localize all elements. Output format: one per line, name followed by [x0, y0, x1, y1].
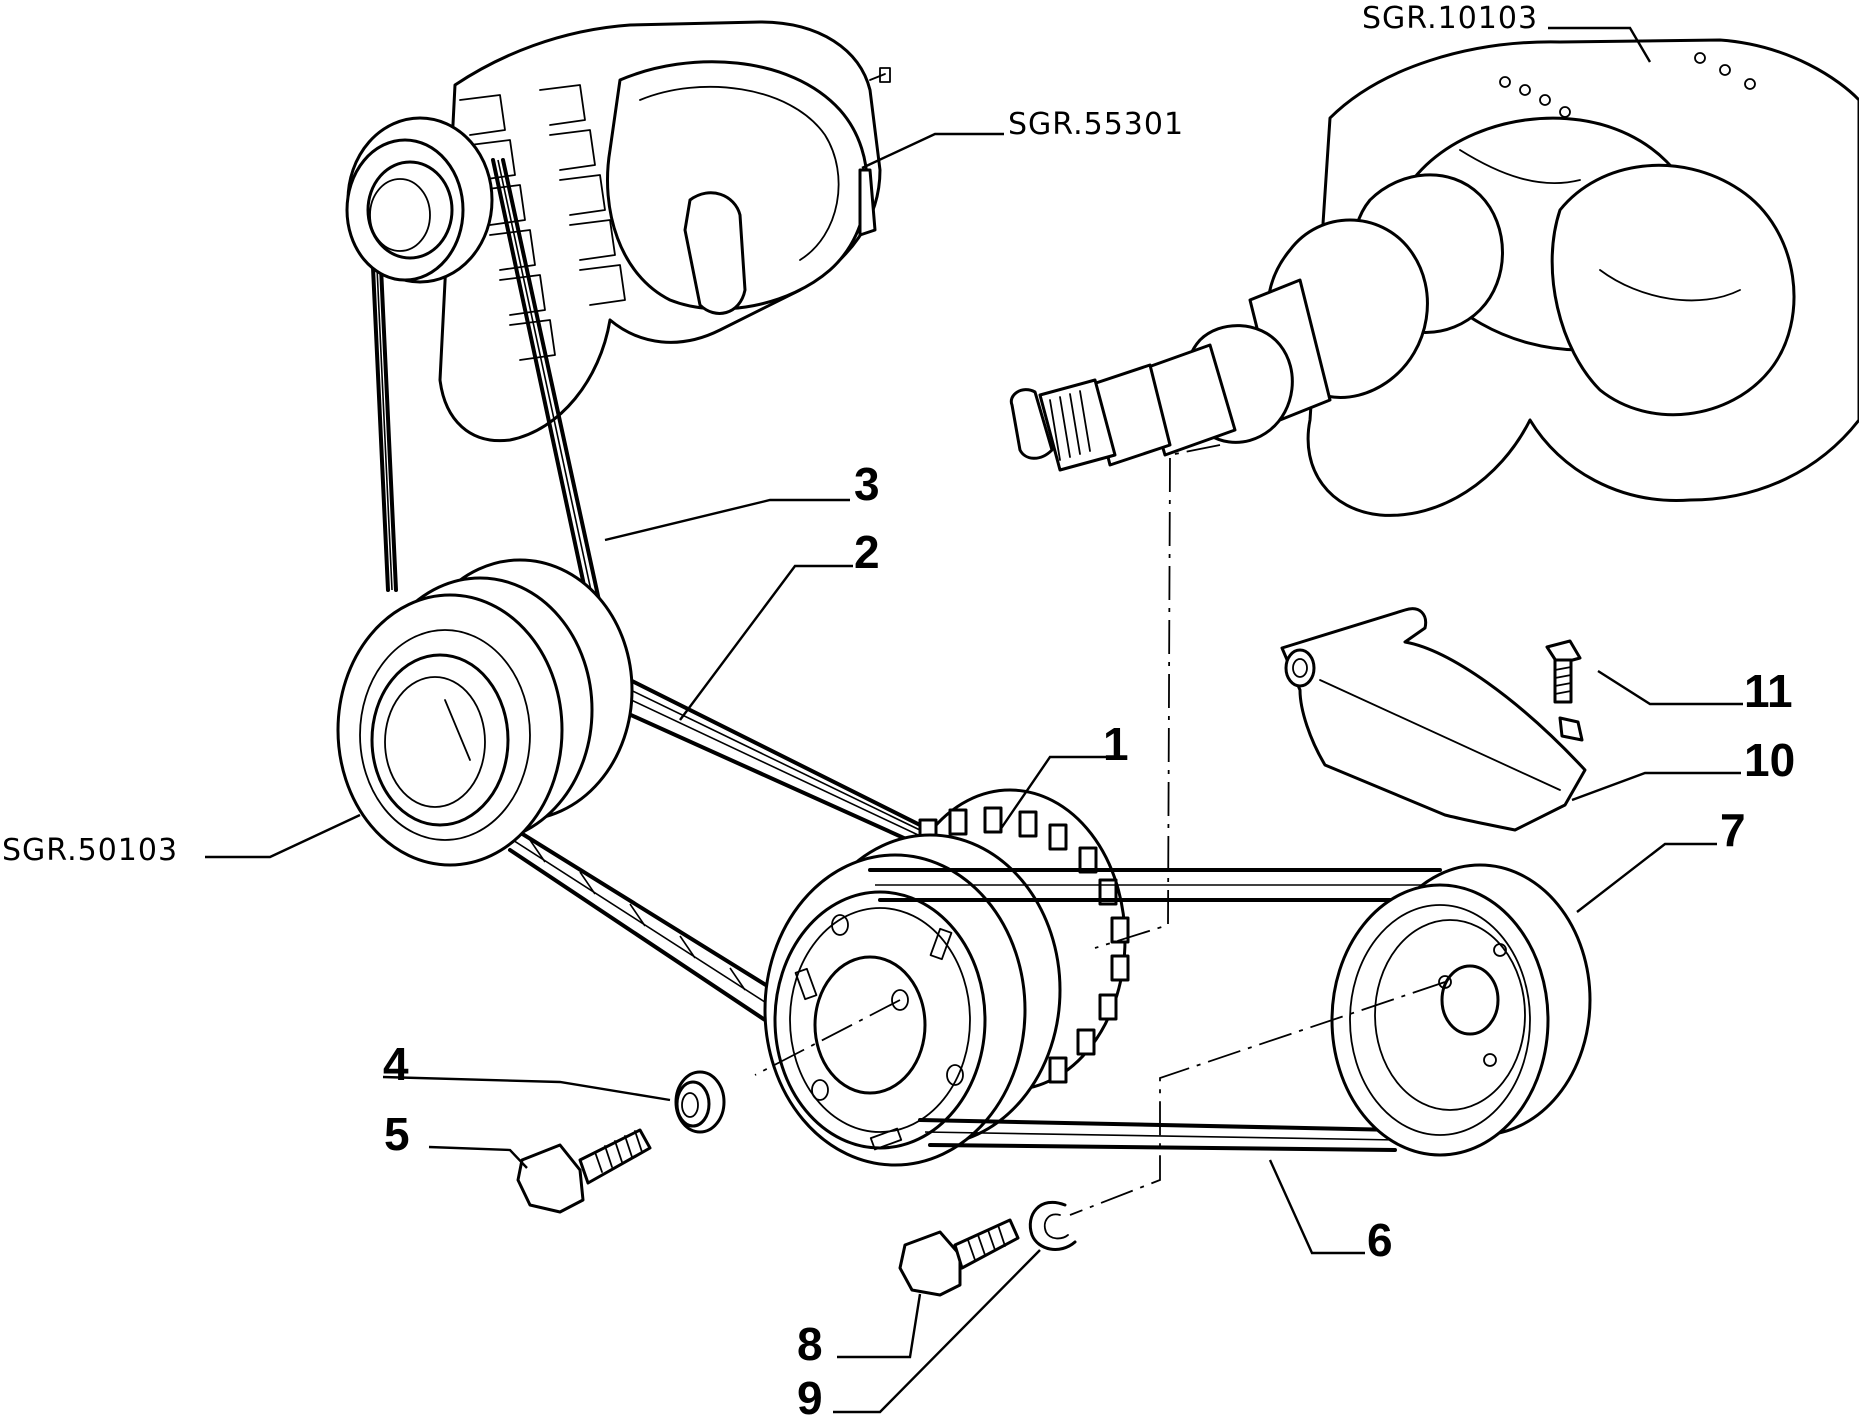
callout-2: 2 [854, 526, 880, 578]
bolt-11 [1545, 639, 1582, 704]
pulley-axis-left [754, 999, 901, 1076]
belt-3 [366, 158, 614, 662]
crankshaft [1009, 38, 1859, 517]
alternator [438, 20, 891, 443]
callout-3: 3 [854, 458, 880, 510]
ref-label-alternator: SGR.55301 [1008, 107, 1184, 142]
alternator-pulley [345, 116, 494, 284]
idler-pulley [1330, 863, 1592, 1157]
callout-10: 10 [1744, 734, 1795, 786]
callout-5: 5 [384, 1108, 410, 1160]
callout-7: 7 [1720, 804, 1746, 856]
ref-label-crankshaft: SGR.10103 [1362, 1, 1538, 36]
callout-6: 6 [1367, 1214, 1393, 1266]
washer-9 [1028, 1200, 1077, 1251]
pulley-axis-right [1069, 981, 1446, 1216]
ref-label-pump: SGR.50103 [2, 833, 178, 868]
washer-4 [674, 1070, 726, 1134]
leader-lines [205, 26, 1743, 1414]
callout-11: 11 [1744, 665, 1793, 717]
callout-9: 9 [797, 1372, 823, 1416]
bolt-8 [898, 1218, 1020, 1297]
bolt-5 [516, 1128, 652, 1214]
crankshaft-pulley [763, 833, 1062, 1167]
callout-1: 1 [1103, 718, 1129, 770]
callout-8: 8 [797, 1318, 823, 1370]
crank-axis [1094, 444, 1221, 949]
bracket [1280, 607, 1587, 832]
pump-pulley [336, 558, 634, 867]
callout-4: 4 [383, 1038, 409, 1090]
